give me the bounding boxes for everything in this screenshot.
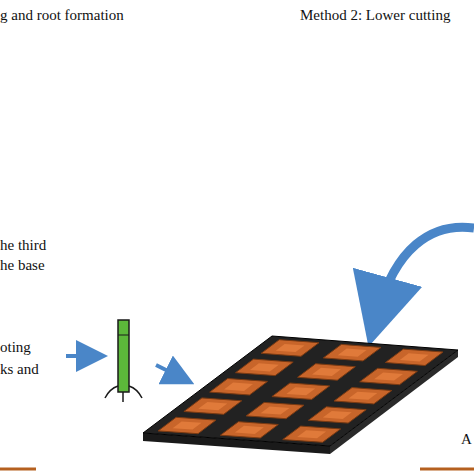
tray-cell bbox=[261, 340, 319, 357]
tray-cell bbox=[184, 398, 242, 414]
tray-cell bbox=[210, 379, 268, 396]
tray-cell-highlight bbox=[286, 387, 315, 395]
tray-cell-highlight bbox=[349, 392, 378, 400]
tray-cell bbox=[283, 426, 341, 442]
label-text: A bbox=[461, 430, 472, 448]
tray-cell bbox=[246, 402, 304, 418]
tray-cell bbox=[323, 344, 381, 361]
flow-arrow bbox=[156, 365, 180, 377]
tray-cell bbox=[334, 388, 392, 404]
tray-cell bbox=[272, 383, 330, 399]
tray-cell-highlight bbox=[224, 383, 253, 391]
label-text: oting bbox=[0, 338, 31, 356]
tray-cell bbox=[308, 407, 366, 423]
label-text: ks and bbox=[0, 360, 39, 378]
tray-cell-highlight bbox=[173, 421, 202, 429]
tray-cell-highlight bbox=[312, 368, 341, 376]
stem-cutting bbox=[105, 320, 142, 402]
label-text: g and root formation bbox=[0, 6, 124, 24]
tray-cell bbox=[385, 349, 443, 365]
tray-cell-highlight bbox=[261, 407, 290, 415]
tray-cell-highlight bbox=[235, 426, 264, 434]
tray-cell bbox=[236, 359, 294, 376]
label-text: he third bbox=[0, 236, 46, 254]
label-text: he base bbox=[0, 256, 45, 274]
tray-cell bbox=[158, 417, 216, 433]
ground-line bbox=[0, 468, 36, 471]
tray-cell-highlight bbox=[297, 430, 326, 438]
tray-cell-highlight bbox=[250, 363, 279, 371]
tray-cell bbox=[220, 422, 278, 438]
label-text: Method 2: Lower cutting bbox=[300, 6, 450, 24]
tray-cell-highlight bbox=[338, 349, 367, 357]
curved-arrow bbox=[378, 227, 474, 312]
tray-cell-highlight bbox=[276, 344, 305, 352]
tray-cell bbox=[360, 368, 418, 384]
flow-arrow bbox=[66, 354, 92, 358]
rooting-tray bbox=[143, 336, 458, 454]
tray-cell-highlight bbox=[400, 353, 429, 361]
tray-cell bbox=[298, 364, 356, 381]
tray-cell-highlight bbox=[323, 411, 352, 419]
ground-line bbox=[420, 468, 474, 471]
tray-cell-highlight bbox=[374, 372, 403, 380]
tray-cell-highlight bbox=[198, 402, 227, 410]
